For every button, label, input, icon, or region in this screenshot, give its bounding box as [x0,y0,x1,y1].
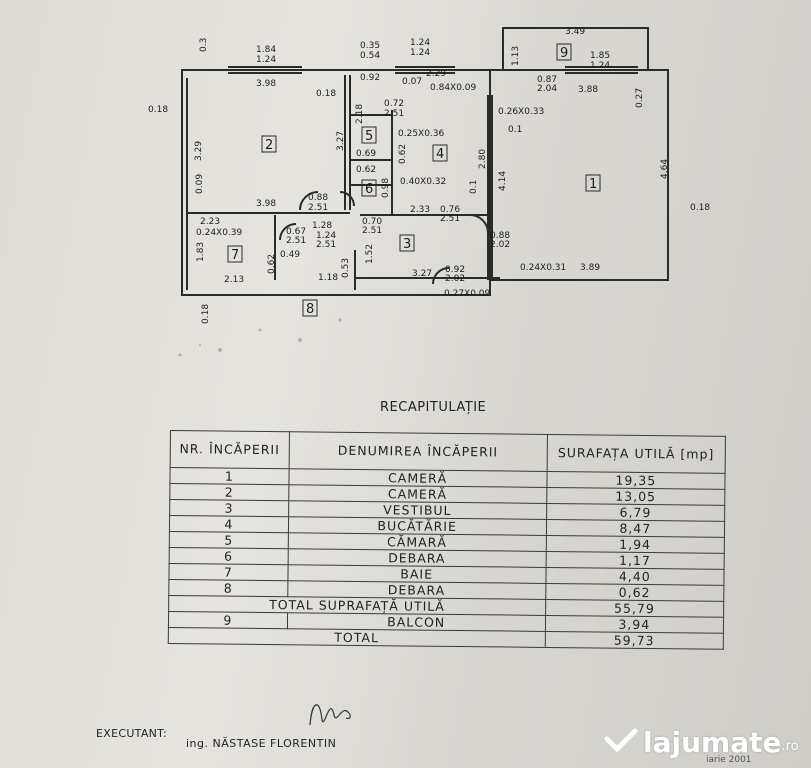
header-name: DENUMIREA ÎNCĂPERII [288,431,548,472]
svg-text:0.69: 0.69 [356,149,376,159]
floor-plan: 1 2 3 4 5 6 7 8 9 0.3 1.84 1.24 0.35 0.5… [148,27,710,357]
svg-text:0.27: 0.27 [635,88,645,108]
balcony-outline [502,27,649,71]
svg-text:0.3: 0.3 [199,38,209,52]
svg-text:2.51: 2.51 [316,240,336,250]
svg-text:0.1: 0.1 [508,125,522,135]
svg-text:0.24X0.39: 0.24X0.39 [196,228,243,238]
svg-text:2.18: 2.18 [355,104,365,124]
svg-text:3.27: 3.27 [336,131,346,151]
svg-text:0.67: 0.67 [286,227,306,237]
svg-text:3.29: 3.29 [194,141,204,161]
svg-text:2.51: 2.51 [286,236,306,246]
watermark-domain: .ro [781,738,799,754]
svg-text:2.23: 2.23 [200,217,220,227]
svg-text:1.13: 1.13 [511,46,521,66]
smudge-marks [178,318,342,357]
svg-text:0.87: 0.87 [537,75,557,85]
room-number: 7 [231,248,239,263]
svg-text:0.62: 0.62 [356,165,376,175]
room-number: 3 [403,237,411,252]
svg-text:0.88: 0.88 [490,231,510,241]
svg-text:1.24: 1.24 [316,231,336,241]
svg-text:0.70: 0.70 [362,217,382,227]
heart-check-icon [604,728,638,753]
recap-title: RECAPITULAȚIE [380,400,487,415]
svg-text:0.76: 0.76 [440,205,460,215]
recap-table: NR. ÎNCĂPERII DENUMIREA ÎNCĂPERII SURAFA… [168,430,726,650]
room-number: 9 [560,46,568,61]
svg-text:4.64: 4.64 [660,159,670,179]
svg-text:1.85: 1.85 [590,51,610,61]
svg-text:0.88: 0.88 [308,193,328,203]
document-date: iarie 2001 [706,755,752,765]
room-number: 2 [265,138,273,153]
svg-text:2.51: 2.51 [362,226,382,236]
header-area: SURAFAȚA UTILĂ [mp] [546,434,726,474]
svg-text:0.09: 0.09 [195,174,205,194]
svg-text:0.49: 0.49 [280,250,300,260]
svg-text:0.25X0.36: 0.25X0.36 [398,129,445,139]
svg-text:1.52: 1.52 [365,244,375,264]
svg-text:0.53: 0.53 [341,258,351,278]
room-number: 4 [436,147,444,162]
svg-text:0.62: 0.62 [398,144,408,164]
svg-text:1.24: 1.24 [256,55,276,65]
room-number: 6 [365,182,373,197]
svg-text:3.89: 3.89 [580,263,600,273]
svg-text:0.18: 0.18 [201,304,211,324]
signature [309,704,351,726]
room-number: 8 [306,302,314,317]
svg-text:3.27: 3.27 [412,269,432,279]
svg-text:1.83: 1.83 [196,242,206,262]
svg-text:2.04: 2.04 [537,84,557,94]
svg-text:0.54: 0.54 [360,51,380,61]
svg-text:0.62: 0.62 [267,254,277,274]
svg-text:1.24: 1.24 [410,48,430,58]
svg-text:1.28: 1.28 [312,221,332,231]
room-number: 5 [365,129,373,144]
svg-text:2.02: 2.02 [445,274,465,284]
svg-text:0.07: 0.07 [402,77,422,87]
watermark-logo: lajumate .ro [603,722,803,762]
watermark-brand: lajumate [643,725,782,759]
svg-text:2.02: 2.02 [490,240,510,250]
svg-text:0.98: 0.98 [381,178,391,198]
svg-text:1.84: 1.84 [256,45,276,55]
svg-text:4.14: 4.14 [498,171,508,191]
svg-text:1.18: 1.18 [318,273,338,283]
svg-text:2.33: 2.33 [410,205,430,215]
svg-text:0.24X0.31: 0.24X0.31 [520,263,566,273]
svg-text:0.84X0.09: 0.84X0.09 [430,83,477,93]
svg-text:0.35: 0.35 [360,41,380,51]
svg-text:2.51: 2.51 [308,203,328,213]
svg-text:0.92: 0.92 [445,265,465,275]
header-nr: NR. ÎNCĂPERII [170,430,290,469]
svg-text:2.13: 2.13 [224,275,244,285]
svg-text:0.92: 0.92 [360,73,380,83]
svg-text:0.18: 0.18 [690,203,710,213]
svg-text:3.88: 3.88 [578,85,598,95]
svg-text:2.51: 2.51 [384,109,404,119]
svg-text:0.26X0.33: 0.26X0.33 [498,107,544,117]
executant-name: ing. NĂSTASE FLORENTIN [186,737,337,750]
executant-label: EXECUTANT: [96,727,168,740]
svg-text:0.18: 0.18 [148,105,168,115]
svg-text:2.80: 2.80 [478,149,488,169]
svg-text:2.29: 2.29 [426,69,446,79]
svg-text:0.72: 0.72 [384,99,404,109]
svg-text:0.27X0.09: 0.27X0.09 [444,289,491,299]
svg-text:0.1: 0.1 [469,180,479,194]
svg-text:1.24: 1.24 [410,38,430,48]
svg-text:3.98: 3.98 [256,79,276,89]
svg-text:0.18: 0.18 [316,89,336,99]
room-numbers: 1 2 3 4 5 6 7 8 9 [231,46,597,317]
room-number: 1 [589,177,597,192]
svg-text:3.98: 3.98 [256,199,276,209]
svg-text:1.24: 1.24 [590,61,610,71]
svg-text:0.40X0.32: 0.40X0.32 [400,177,446,187]
svg-text:2.51: 2.51 [440,214,460,224]
dimension-labels: 0.3 1.84 1.24 0.35 0.54 1.24 1.24 3.49 1… [148,27,710,324]
svg-text:3.49: 3.49 [565,27,585,37]
